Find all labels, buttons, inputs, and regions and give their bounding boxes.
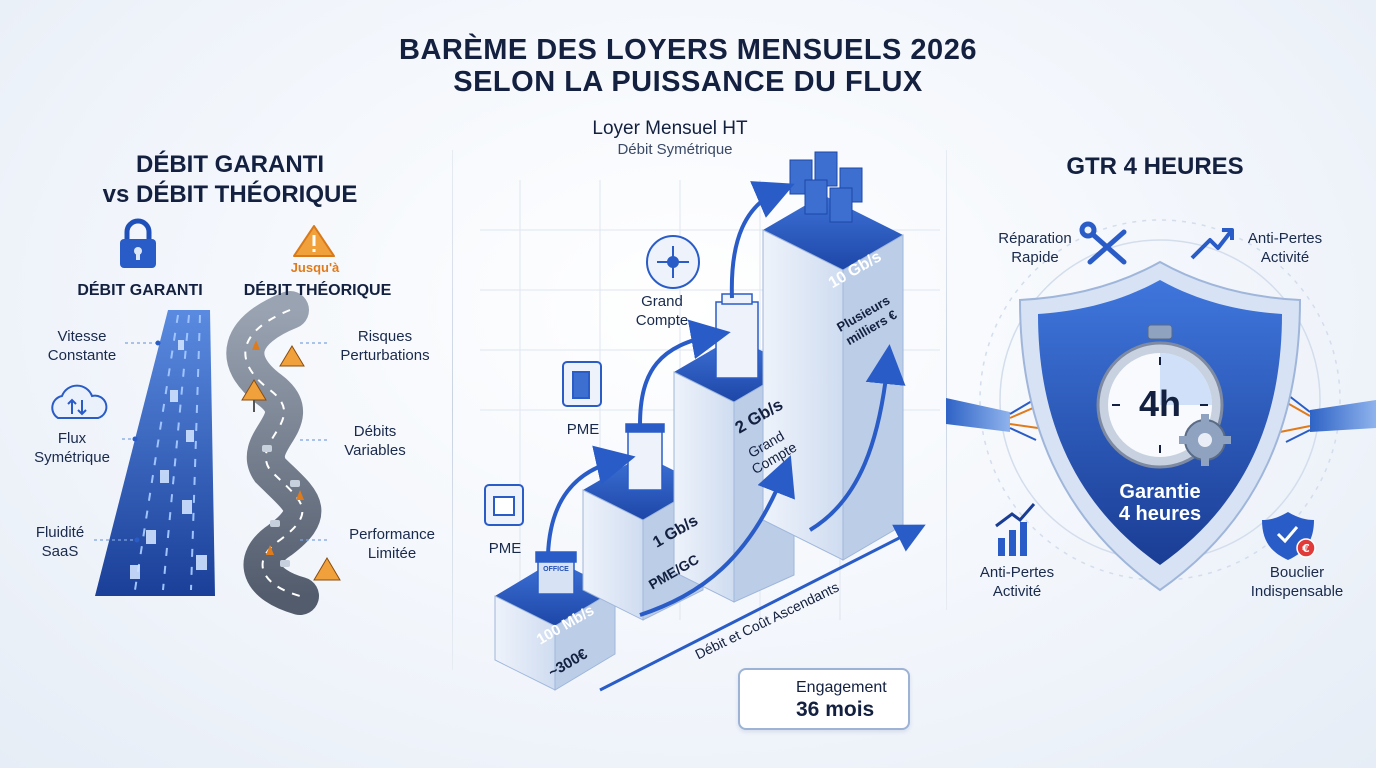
tier-block-100mb <box>494 560 616 691</box>
wrench-screwdriver-icon <box>1079 221 1127 265</box>
theoretical-label: DÉBIT THÉORIQUE <box>243 282 392 299</box>
title-line-1: BARÈME DES LOYERS MENSUELS 2026 <box>399 34 977 66</box>
highway-illustration <box>95 310 215 596</box>
shield-caption: Garantie 4 heures <box>1080 481 1240 525</box>
fiber-cable-left <box>946 394 1043 441</box>
bar-chart-icon <box>995 503 1036 556</box>
shield-caption-line-2: 4 heures <box>1118 503 1202 525</box>
right-heading: GTR 4 HEURES <box>1066 153 1244 180</box>
euro-shield-icon: € <box>1262 512 1316 560</box>
winding-road-illustration <box>226 291 322 615</box>
svg-text:€: € <box>1301 542 1310 555</box>
left-heading: DÉBIT GARANTI vs DÉBIT THÉORIQUE <box>40 150 420 210</box>
segment-pme-label-2: PME <box>566 421 600 438</box>
storefront-icon <box>484 484 524 526</box>
theoretical-prefix: Jusqu'à <box>290 260 340 275</box>
segment-pme-label: PME <box>488 540 522 557</box>
left-heading-line-2: vs DÉBIT THÉORIQUE <box>102 181 358 208</box>
divider-right <box>946 150 947 610</box>
gear-icon <box>1179 414 1231 466</box>
road-warning-sign-3 <box>313 557 341 581</box>
cloud-sync-icon <box>51 384 108 419</box>
trend-up-icon <box>1190 228 1234 260</box>
clock-text: 4h <box>1138 383 1181 424</box>
chart-title: Loyer Mensuel HT <box>592 118 748 139</box>
server-stack-icon <box>789 151 863 223</box>
engagement-duration: 36 mois <box>796 698 875 721</box>
shield-caption-line-1: Garantie <box>1119 481 1201 503</box>
small-building-icon <box>562 361 602 407</box>
chart-subtitle: Débit Symétrique <box>617 141 733 158</box>
office-building-icon <box>535 551 577 595</box>
engagement-card: Engagement 36 mois <box>738 668 910 730</box>
left-heading-line-1: DÉBIT GARANTI <box>136 151 324 178</box>
network-hub-icon <box>646 235 700 289</box>
lock-icon <box>120 218 156 268</box>
guaranteed-label: DÉBIT GARANTI <box>77 282 203 299</box>
warning-icon <box>293 225 335 257</box>
divider-left <box>452 150 453 670</box>
tier-block-10gb <box>762 195 904 561</box>
road-warning-sign-1 <box>241 379 267 412</box>
building-sign: OFFICE <box>543 566 569 573</box>
title-line-2: SELON LA PUISSANCE DU FLUX <box>453 66 923 98</box>
road-warning-sign-2 <box>279 345 305 367</box>
page-title: BARÈME DES LOYERS MENSUELS 2026 SELON LA… <box>0 34 1376 98</box>
engagement-label: Engagement <box>796 679 887 696</box>
